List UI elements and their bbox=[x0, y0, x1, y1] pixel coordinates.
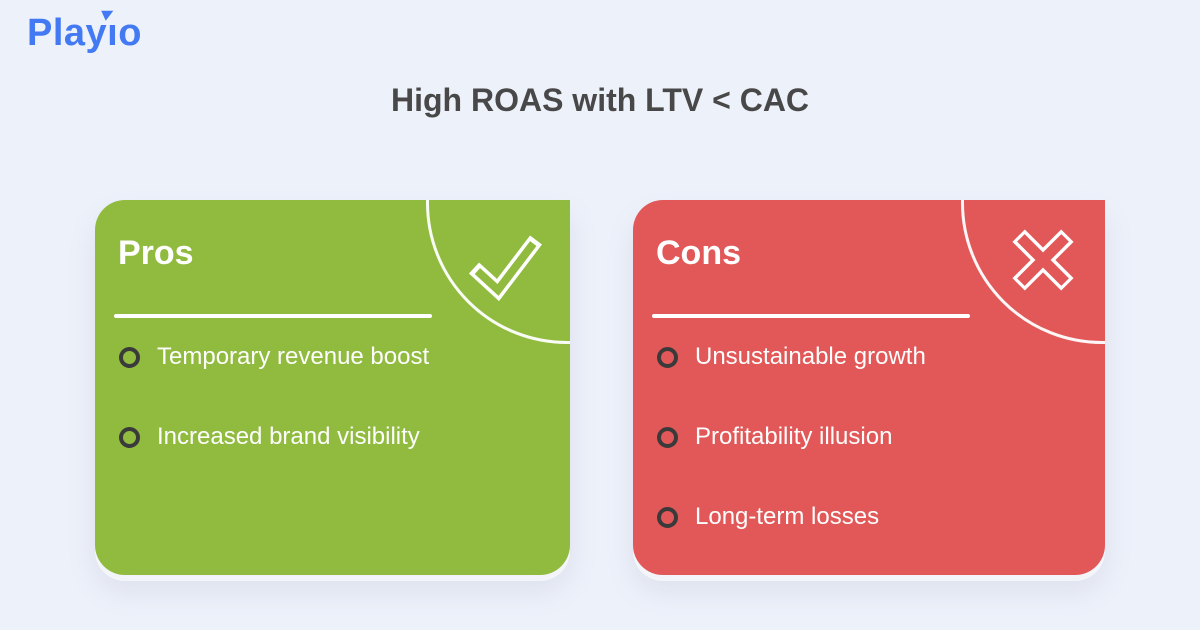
check-icon bbox=[468, 235, 542, 302]
list-item: Temporary revenue boost bbox=[119, 317, 429, 397]
list-item-text: Unsustainable growth bbox=[695, 343, 926, 370]
list-item-text: Long-term losses bbox=[695, 503, 880, 530]
logo-text-post: o bbox=[118, 12, 142, 54]
page-title: High ROAS with LTV < CAC bbox=[390, 82, 810, 118]
logo-letter-i: ı bbox=[101, 6, 119, 55]
cross-icon bbox=[1012, 229, 1074, 291]
heading-underline bbox=[652, 314, 970, 318]
list-item: Unsustainable growth bbox=[657, 317, 926, 397]
circle-bullet-icon bbox=[657, 426, 678, 448]
cons-card: Cons Unsustainable growth Profitability … bbox=[633, 200, 1105, 575]
circle-bullet-icon bbox=[119, 426, 140, 448]
cons-list: Unsustainable growth Profitability illus… bbox=[657, 317, 926, 557]
logo-letter-i-base: ı bbox=[107, 12, 119, 54]
circle-bullet-icon bbox=[119, 346, 140, 368]
pros-list: Temporary revenue boost Increased brand … bbox=[119, 317, 429, 477]
logo-text-pre: Play bbox=[27, 12, 108, 54]
list-item: Increased brand visibility bbox=[119, 397, 429, 477]
heading-underline bbox=[114, 314, 432, 318]
pros-card: Pros Temporary revenue boost Increased b… bbox=[95, 200, 570, 575]
list-item-text: Temporary revenue boost bbox=[157, 343, 430, 370]
list-item: Profitability illusion bbox=[657, 397, 926, 477]
list-item-text: Profitability illusion bbox=[695, 423, 893, 450]
cons-heading: Cons bbox=[656, 234, 741, 272]
pros-heading: Pros bbox=[118, 234, 194, 272]
list-item: Long-term losses bbox=[657, 477, 926, 557]
list-item-text: Increased brand visibility bbox=[157, 423, 420, 450]
circle-bullet-icon bbox=[657, 506, 678, 528]
circle-bullet-icon bbox=[657, 346, 678, 368]
